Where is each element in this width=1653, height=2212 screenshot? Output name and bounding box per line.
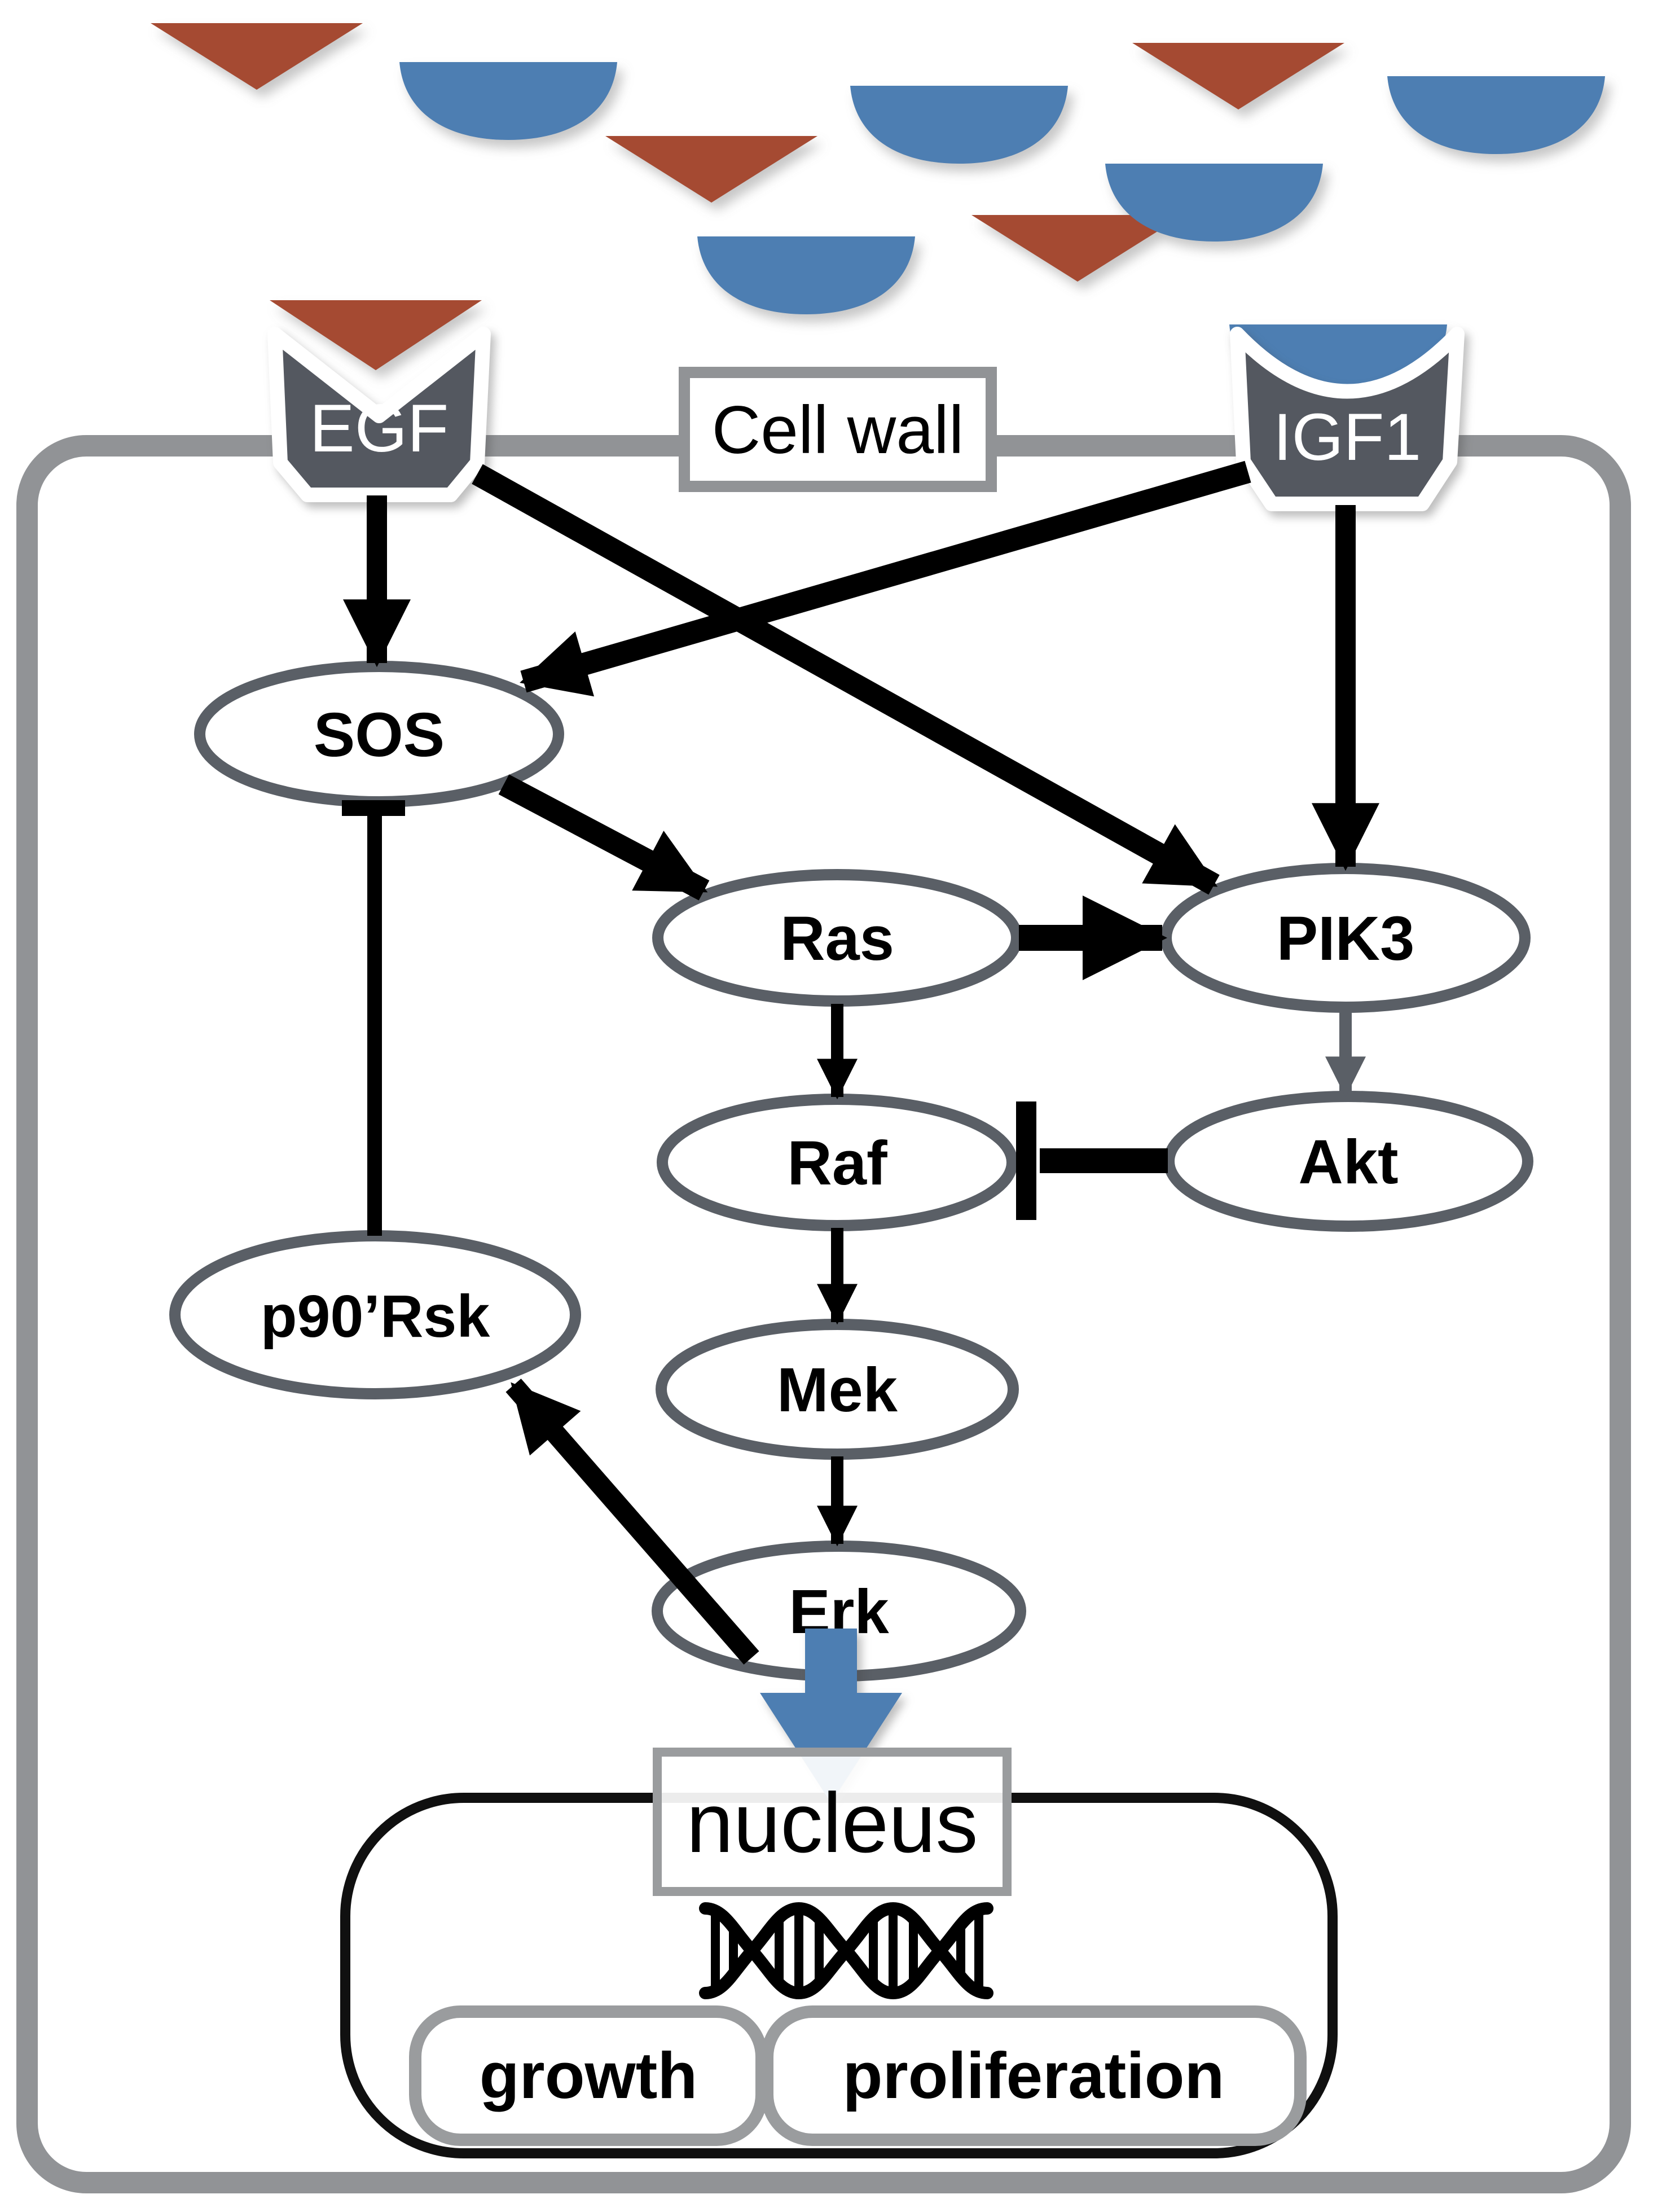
ras-label: Ras: [780, 904, 894, 973]
igf1-receptor-label: IGF1: [1273, 400, 1421, 475]
egf-receptor-label: EGF: [310, 390, 449, 466]
egf-ligand-triangle: [270, 300, 482, 370]
igf1-ligand-bowl: [399, 62, 617, 140]
nucleus-label: nucleus: [686, 1775, 978, 1870]
akt-label: Akt: [1298, 1127, 1398, 1197]
proliferation-label: proliferation: [843, 2039, 1225, 2112]
cell-wall-label-box: [679, 367, 997, 492]
egf-ligand-triangle: [151, 23, 363, 90]
sos-label: SOS: [314, 700, 445, 770]
igf1-receptor: [1230, 327, 1465, 511]
pik3-label: PIK3: [1277, 904, 1415, 973]
cell-wall-label: Cell wall: [712, 392, 964, 468]
growth-label: growth: [480, 2039, 698, 2112]
arrow-igf1-sos: [520, 460, 1251, 697]
ras-node: [652, 869, 1022, 1007]
mek-label: Mek: [777, 1355, 898, 1425]
dna-icon: [699, 1902, 993, 2000]
raf-label: Raf: [787, 1129, 887, 1198]
pathway-nodes: [169, 661, 1533, 1682]
egf-ligand-triangle: [971, 215, 1184, 282]
igf1-ligand-bowl: [697, 236, 915, 314]
egf-ligand-triangle: [605, 136, 817, 203]
nucleus-label-box: [653, 1748, 1012, 1896]
igf1-ligand-bowl: [1105, 164, 1323, 242]
proliferation-box: [761, 2005, 1307, 2146]
inhibit-p90rsk-sos-bar: [342, 800, 405, 816]
inhibit-akt-raf-bar: [1016, 1101, 1036, 1220]
arrow-egf-pik3: [472, 464, 1220, 895]
igf1-ligand-bowl: [850, 86, 1068, 164]
arrow-sos-ras: [498, 774, 710, 901]
arrow-erk-p90rsk: [505, 1379, 759, 1665]
egf-receptor: [267, 327, 491, 502]
igf1-ligand-bowl: [1387, 76, 1605, 154]
egf-ligand-triangle: [1132, 43, 1344, 109]
ligand-field: [151, 23, 1605, 402]
p90rsk-label: p90’Rsk: [261, 1283, 491, 1350]
